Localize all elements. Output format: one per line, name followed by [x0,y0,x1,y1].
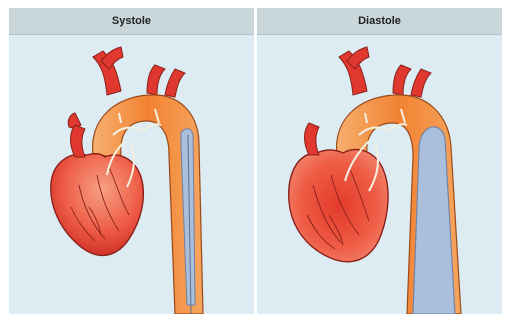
diastole-illustration [257,35,502,314]
systole-header: Systole [9,8,254,35]
heart [289,150,388,262]
heart [51,154,144,256]
systole-panel: Systole [9,8,254,314]
arch-branches [339,47,431,97]
diastole-panel: Diastole [257,8,502,314]
diastole-label: Diastole [358,15,401,27]
figure-frame: Systole [9,8,502,314]
systole-illustration [9,35,254,314]
diastole-header: Diastole [257,8,502,35]
systole-label: Systole [112,15,151,27]
